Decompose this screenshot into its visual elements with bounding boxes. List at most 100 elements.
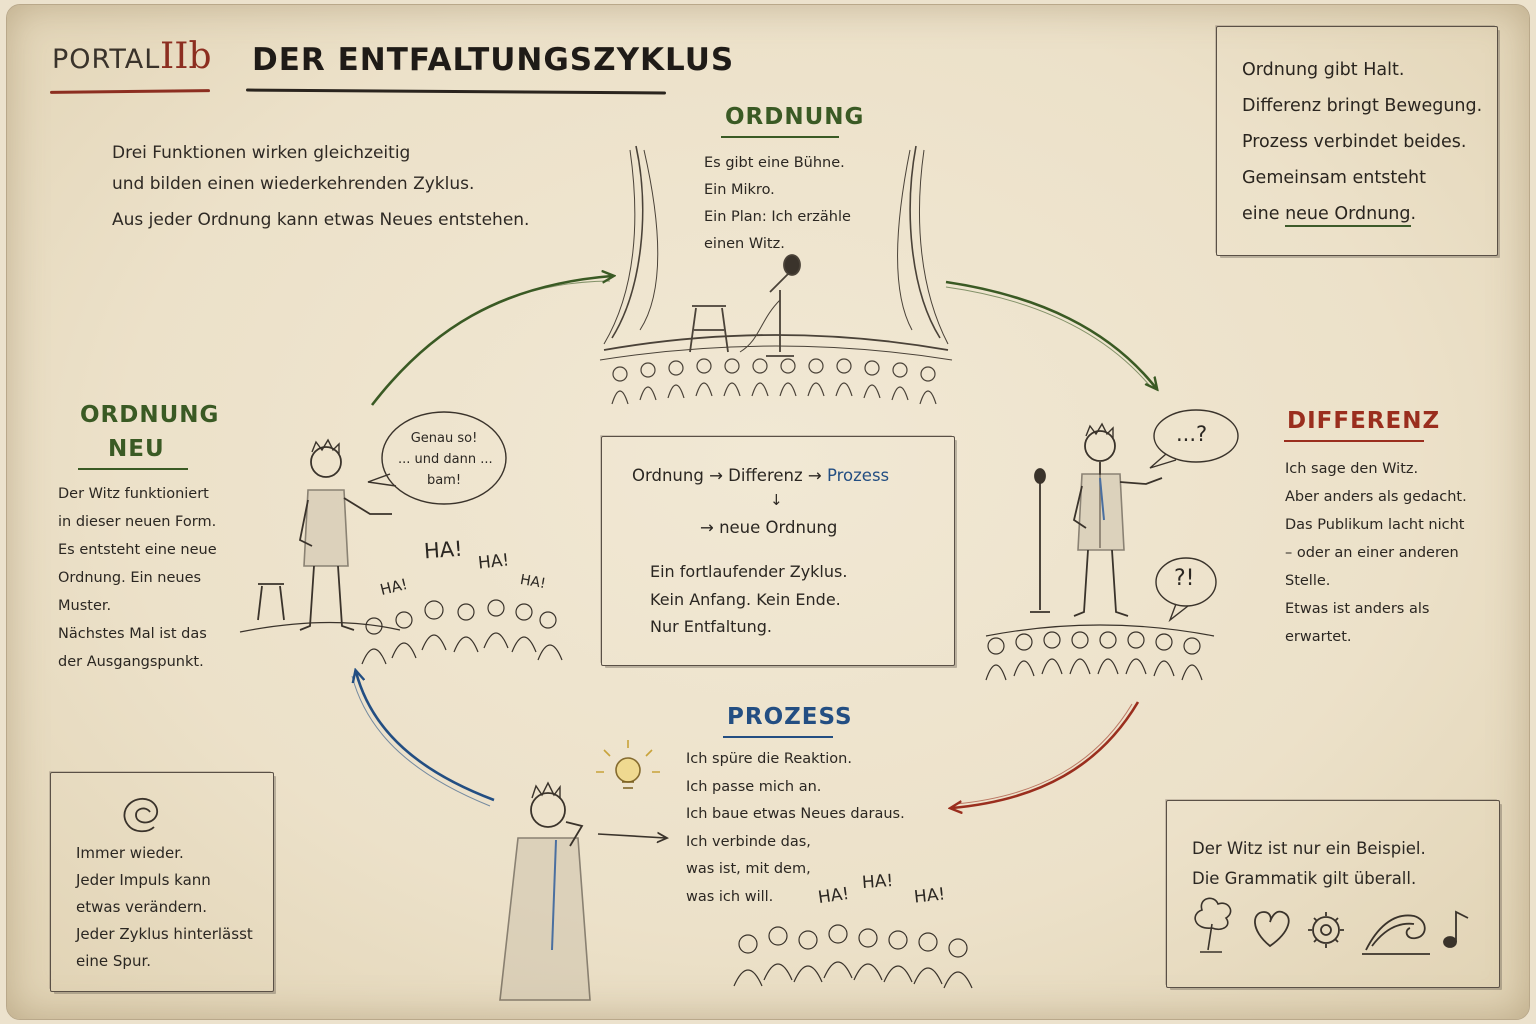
ordnung-heading: ORDNUNG [725, 104, 865, 130]
summary-line: Ordnung gibt Halt. [1242, 60, 1405, 80]
spiral-icon [123, 798, 159, 833]
prozess-line: Ich passe mich an. [686, 778, 822, 795]
ordnung-line: Es gibt eine Bühne. [704, 155, 845, 171]
ordnung-neu-scene [239, 411, 563, 665]
gear-icon [1308, 912, 1344, 948]
prozess-scene [499, 740, 973, 1001]
intro-text: Drei Funktionen wirken gleichzeitig und … [112, 138, 529, 236]
heart-icon [1254, 910, 1290, 948]
ordnung-neu-bubble: Genau so! ... und dann ... bam! [398, 428, 493, 491]
prozess-line: Ich spüre die Reaktion. [686, 751, 852, 767]
portal-label: PORTAL [52, 44, 161, 75]
differenz-line: Stelle. [1285, 573, 1331, 589]
differenz-bubble-top: ...? [1176, 422, 1208, 446]
notebook-page [6, 4, 1530, 1020]
cycle-summary-box [601, 436, 955, 666]
summary-line: Prozess verbindet beides. [1242, 132, 1467, 152]
ordnung-neu-heading-line2: NEU [108, 436, 165, 462]
flow-arrow: → [807, 466, 822, 485]
impulse-line: Jeder Zyklus hinterlässt [76, 925, 253, 943]
flow-down-arrow: ↓ [770, 491, 783, 509]
flow-ordnung: Ordnung [632, 466, 704, 485]
differenz-scene [985, 409, 1239, 681]
impulse-text: Immer wieder. Jeder Impuls kann etwas ve… [76, 840, 253, 975]
cycle-flow-result: → neue Ordnung [700, 518, 837, 537]
intro-line: Aus jeder Ordnung kann etwas Neues entst… [112, 210, 530, 230]
ordnung-neu-line: Ordnung. Ein neues [58, 570, 202, 586]
flow-arrow: → [700, 518, 714, 537]
differenz-text: Ich sage den Witz. Aber anders als gedac… [1285, 455, 1467, 651]
arrow-neu-to-ordnung [370, 276, 612, 406]
flow-new-ordnung: neue Ordnung [719, 518, 838, 537]
cycle-flow-line: Ordnung → Differenz → Prozess [632, 466, 889, 485]
summary-line: Differenz bringt Bewegung. [1242, 96, 1483, 116]
flow-arrow: → [709, 466, 723, 485]
differenz-line: Das Publikum lacht nicht [1285, 517, 1465, 533]
differenz-line: – oder an einer anderen [1285, 545, 1459, 561]
ordnung-line: Ein Mikro. [704, 182, 775, 198]
ordnung-neu-line: in dieser neuen Form. [58, 514, 217, 530]
arrow-ordnung-to-differenz [945, 280, 1156, 388]
prozess-heading: PROZESS [727, 704, 853, 730]
summary-prefix: eine [1242, 204, 1286, 224]
bubble-line: Genau so! [410, 431, 478, 446]
tree-icon [1194, 897, 1232, 953]
summary-line: Gemeinsam entsteht [1242, 168, 1426, 188]
ordnung-neu-heading-line1: ORDNUNG [80, 402, 220, 428]
flow-prozess: Prozess [826, 466, 890, 485]
differenz-heading: DIFFERENZ [1287, 408, 1441, 434]
bubble-line: bam! [426, 473, 462, 488]
ordnung-text: Es gibt eine Bühne. Ein Mikro. Ein Plan:… [704, 150, 851, 258]
neu-laugh: HA! [423, 536, 464, 564]
ordnung-neu-text: Der Witz funktioniert in dieser neuen Fo… [58, 480, 217, 676]
differenz-line: Etwas ist anders als [1285, 601, 1430, 617]
summary-suffix: . [1410, 204, 1417, 224]
example-line: Die Grammatik gilt überall. [1192, 869, 1417, 888]
example-line: Der Witz ist nur ein Beispiel. [1192, 839, 1426, 858]
ordnung-line: Ein Plan: Ich erzähle [704, 209, 851, 225]
cycle-line: Ein fortlaufender Zyklus. [650, 562, 848, 581]
prozess-line: Ich baue etwas Neues daraus. [686, 806, 905, 822]
intro-line: Drei Funktionen wirken gleichzeitig [112, 143, 411, 163]
impulse-line: Jeder Impuls kann [76, 871, 211, 889]
stage-scene [599, 145, 953, 405]
portal-number: IIb [160, 36, 212, 77]
impulse-box [50, 772, 274, 992]
music-note-icon [1443, 910, 1469, 948]
page-title: DER ENTFALTUNGSZYKLUS [252, 42, 735, 78]
ordnung-neu-line: der Ausgangspunkt. [58, 654, 204, 670]
ordnung-neu-line: Nächstes Mal ist das [58, 626, 207, 642]
arrow-differenz-to-prozess [952, 701, 1140, 808]
example-text: Der Witz ist nur ein Beispiel. Die Gramm… [1192, 834, 1426, 894]
cycle-line: Nur Entfaltung. [650, 617, 772, 636]
lightbulb-icon [596, 740, 660, 789]
prozess-line: Ich verbinde das, [686, 833, 811, 850]
impulse-line: etwas verändern. [76, 898, 208, 916]
prozess-text: Ich spüre die Reaktion. Ich passe mich a… [686, 746, 905, 911]
differenz-underline [1284, 440, 1424, 442]
prozess-underline [723, 736, 833, 738]
summary-text: Ordnung gibt Halt. Differenz bringt Bewe… [1242, 52, 1482, 232]
neu-laugh: HA! [477, 550, 511, 574]
intro-line: und bilden einen wiederkehrenden Zyklus. [112, 174, 475, 194]
ordnung-neu-line: Es entsteht eine neue [58, 542, 217, 558]
arrow-prozess-to-neu [351, 672, 495, 807]
differenz-line: erwartet. [1285, 629, 1352, 645]
ordnung-neu-line: Muster. [58, 598, 112, 614]
impulse-line: eine Spur. [76, 952, 152, 970]
differenz-line: Ich sage den Witz. [1285, 461, 1419, 477]
ordnung-neu-line: Der Witz funktioniert [58, 486, 209, 502]
cycle-summary-text: Ein fortlaufender Zyklus. Kein Anfang. K… [650, 558, 847, 641]
cycle-line: Kein Anfang. Kein Ende. [650, 589, 841, 609]
ordnung-line: einen Witz. [704, 236, 785, 252]
ordnung-underline [721, 136, 839, 138]
prozess-line: was ist, mit dem, [686, 861, 811, 877]
summary-line-last: eine neue Ordnung. [1242, 196, 1482, 232]
differenz-bubble-bottom: ?! [1174, 566, 1195, 591]
prozess-laugh: HA! [913, 884, 947, 908]
prozess-laugh: HA! [861, 870, 894, 894]
differenz-line: Aber anders als gedacht. [1285, 489, 1467, 505]
summary-emphasis: neue Ordnung [1285, 204, 1411, 227]
ordnung-neu-underline [78, 468, 188, 470]
